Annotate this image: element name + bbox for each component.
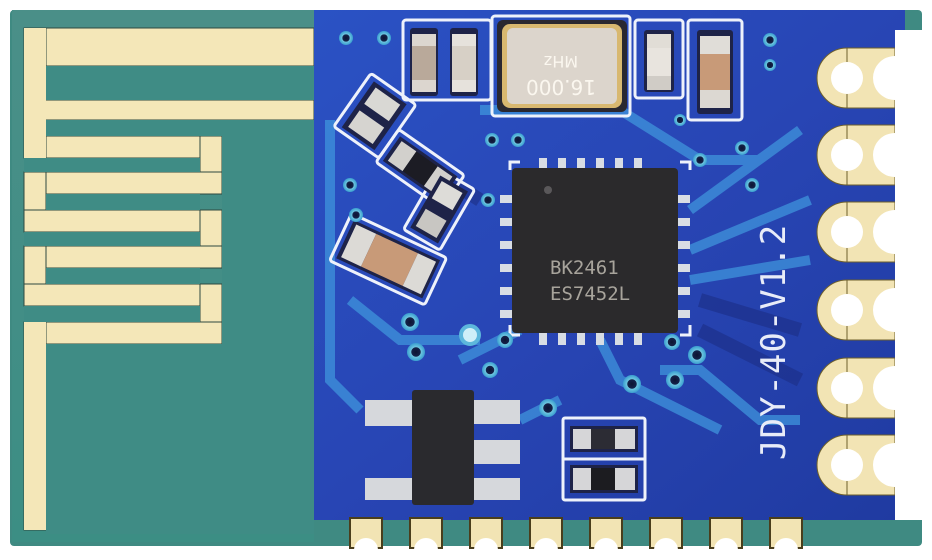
vias [339,31,777,417]
bottom-castellated-pins [349,517,803,560]
smd-resistors-top [410,28,733,114]
main-ic-chip [500,158,690,345]
silkscreen-outlines [329,14,744,502]
right-castellated-pins [816,30,932,520]
copper-traces [325,105,812,435]
voltage-regulator [365,390,520,505]
smd-components-bottom [570,426,638,493]
antenna-region [12,10,315,542]
smd-components-angled [336,81,468,299]
crystal-oscillator [497,20,627,112]
